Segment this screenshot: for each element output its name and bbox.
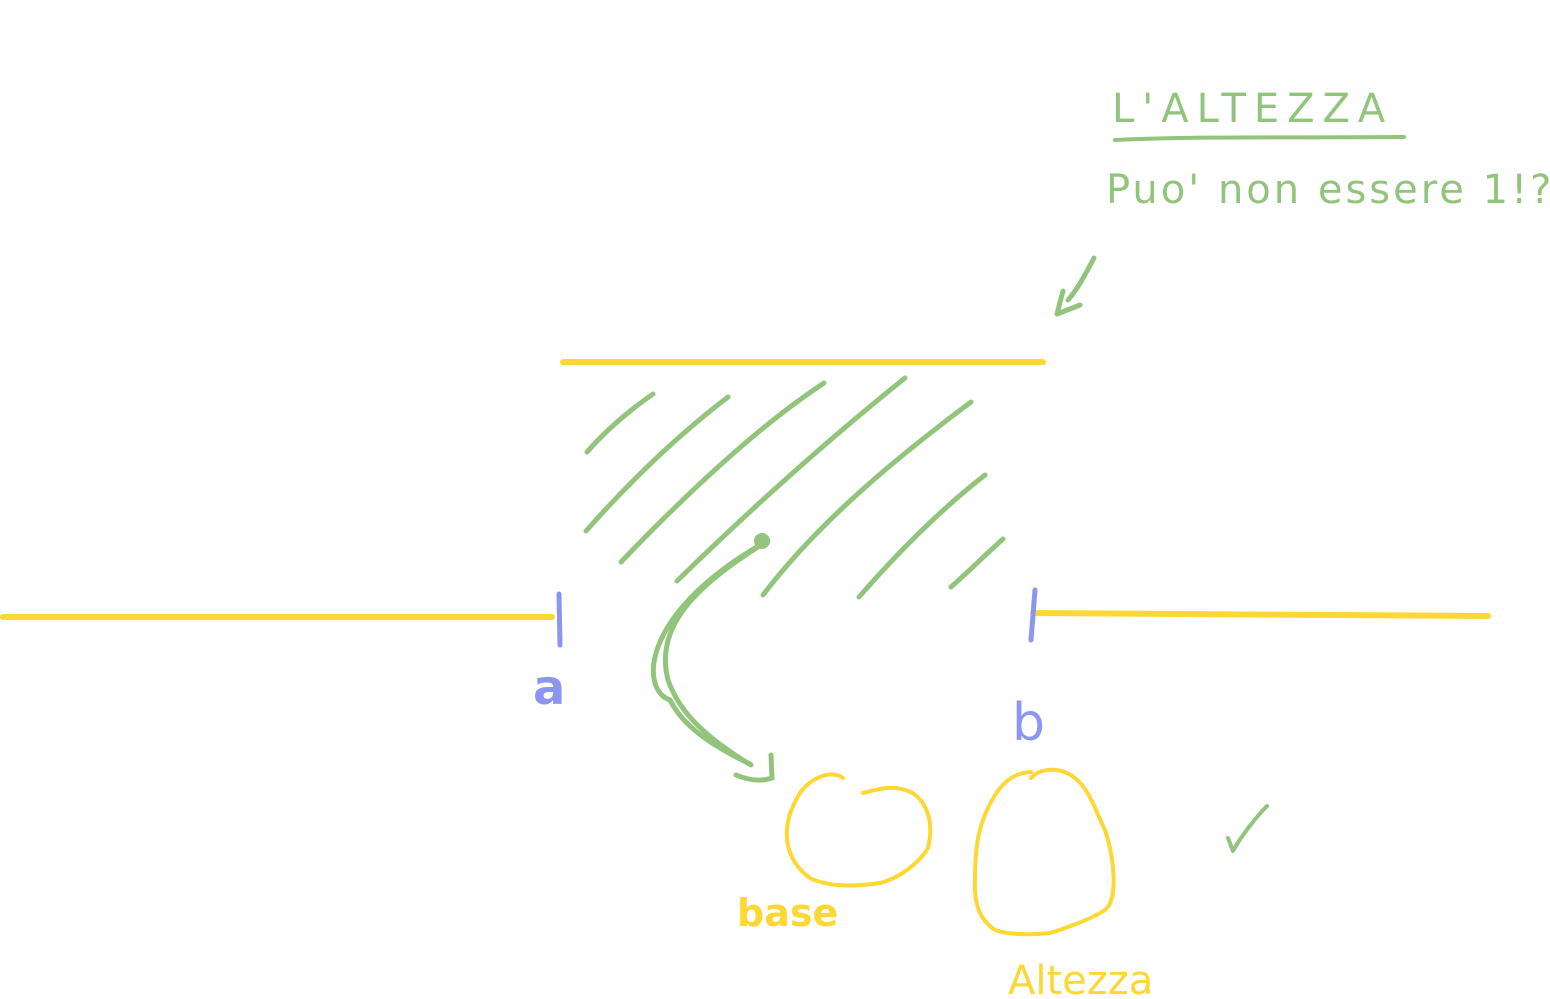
hatch-stroke bbox=[856, 472, 988, 600]
note-label: Puo' non essere 1!? bbox=[1106, 167, 1550, 213]
point-a-label: a bbox=[533, 660, 565, 716]
hatching-area bbox=[583, 375, 1006, 600]
tick-mark-a bbox=[556, 591, 563, 648]
hatch-stroke bbox=[760, 399, 974, 598]
hatch-stroke bbox=[583, 394, 731, 534]
hatch-stroke bbox=[584, 391, 656, 455]
altezza-loop bbox=[972, 767, 1116, 937]
hatch-stroke bbox=[674, 375, 908, 584]
note-arrow bbox=[1065, 255, 1097, 303]
hatch-stroke bbox=[948, 536, 1006, 590]
base-word-label: base bbox=[737, 891, 838, 935]
hatch-stroke bbox=[618, 380, 827, 565]
altezza-word-label: Altezza bbox=[1008, 958, 1153, 999]
curved-arrow-path bbox=[662, 544, 761, 768]
curved-arrow-head bbox=[733, 752, 775, 783]
base-loop bbox=[784, 772, 933, 888]
title-label: L'ALTEZZA bbox=[1112, 86, 1393, 132]
base-line-right bbox=[1030, 610, 1491, 619]
point-b-label: b bbox=[1012, 693, 1045, 753]
tick-mark-b bbox=[1028, 587, 1038, 643]
check-mark-icon bbox=[1226, 804, 1269, 853]
title-underline bbox=[1113, 135, 1406, 142]
note-arrow-head bbox=[1054, 288, 1083, 317]
